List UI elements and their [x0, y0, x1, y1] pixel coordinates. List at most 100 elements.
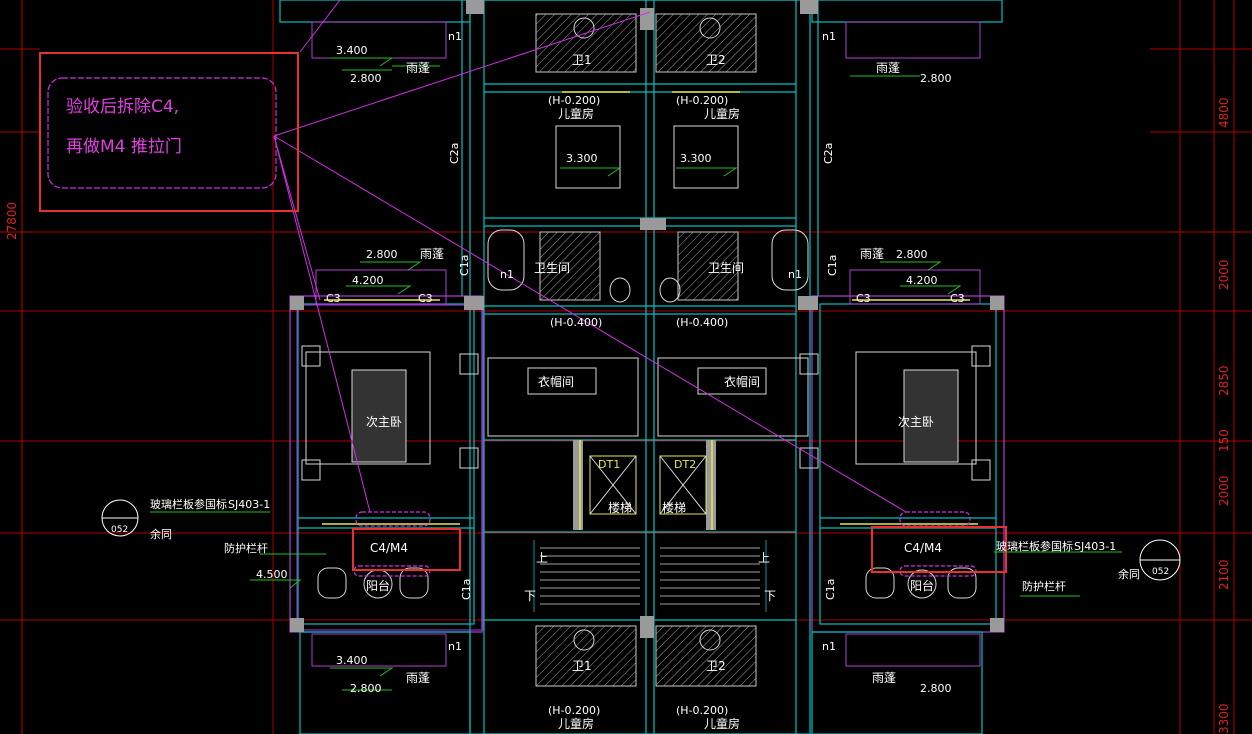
- right-dimensions: 4800 2000 2850 150 2000 2100 3300 27800: [5, 97, 1231, 734]
- columns: [290, 0, 1004, 638]
- c3-right-a: C3: [856, 292, 871, 305]
- n1-mid-right: n1: [788, 268, 802, 281]
- revision-clouds: [353, 511, 977, 577]
- lv-3400-bottom: 3.400: [336, 654, 368, 667]
- c1a-right: C1a: [824, 579, 837, 600]
- glass-rail-left-code: SJ403-1: [228, 498, 270, 511]
- stair-down-left: 下: [524, 589, 536, 603]
- child-room-top-right: 儿童房: [704, 106, 740, 121]
- dim-2000-top: 2000: [1217, 259, 1231, 290]
- lv-3300-right: 3.300: [680, 152, 712, 165]
- child-room-bottom-left: 儿童房: [558, 716, 594, 731]
- note-cloud: [47, 77, 277, 189]
- n1-bottom-left: n1: [448, 640, 462, 653]
- c3-left-a: C3: [326, 292, 341, 305]
- n1-bottom-right: n1: [822, 640, 836, 653]
- room-labels: 儿童房 儿童房 儿童房 儿童房 卫1 卫2 卫1 卫2 卫生间 卫生间 衣帽间 …: [366, 53, 934, 731]
- bath1-bottom: 卫1: [572, 659, 592, 673]
- child-room-top-left: 儿童房: [558, 106, 594, 121]
- dim-2100: 2100: [1217, 559, 1231, 590]
- detail-bubbles: [101, 499, 1181, 581]
- dim-150: 150: [1217, 429, 1231, 452]
- lv-3400-top: 3.400: [336, 44, 368, 57]
- same-right: 余同: [1118, 567, 1140, 581]
- bath2-top: 卫2: [706, 53, 726, 67]
- elev-top-left: (H-0.200): [548, 94, 600, 107]
- balcony-left: 阳台: [366, 578, 390, 593]
- dim-2000-bottom: 2000: [1217, 475, 1231, 506]
- highlight-c4m4-right[interactable]: [871, 526, 1007, 573]
- dim-4800: 4800: [1217, 97, 1231, 128]
- bathroom-hatch: [535, 13, 757, 687]
- railing-label: 防护栏杆: [224, 541, 268, 555]
- elev-mid-left: (H-0.400): [550, 316, 602, 329]
- leader-lines: [273, 0, 907, 513]
- stair-up-right: 上: [758, 551, 770, 565]
- bath1-top: 卫1: [572, 53, 592, 67]
- lv-2800-bottom-left: 2.800: [350, 682, 382, 695]
- stair-up-left: 上: [536, 551, 548, 565]
- lv-2800-top-left: 2.800: [350, 72, 382, 85]
- detail-ref-left: 052: [111, 525, 128, 535]
- elev-mid-right: (H-0.400): [676, 316, 728, 329]
- dim-27800: 27800: [5, 202, 19, 240]
- bath2-bottom: 卫2: [706, 659, 726, 673]
- elev-bottom-right: (H-0.200): [676, 704, 728, 717]
- detail-ref-right: 052: [1152, 567, 1169, 577]
- lv-4500: 4.500: [256, 568, 288, 581]
- glass-rail-right-code: SJ403-1: [1074, 540, 1116, 553]
- dt2-label: DT2: [674, 458, 696, 471]
- vertical-labels: C2a C2a C1a C1a C1a C1a: [448, 143, 839, 600]
- fixtures: [301, 17, 991, 651]
- elev-bottom-left: (H-0.200): [548, 704, 600, 717]
- elevator-labels: DT1 DT2: [598, 458, 696, 471]
- lv-4200-right: 4.200: [906, 274, 938, 287]
- n1-top-left: n1: [448, 30, 462, 43]
- stair-down-right: 下: [764, 589, 776, 603]
- cloak-right: 衣帽间: [724, 374, 760, 389]
- glass-rail-left: 玻璃栏板参国标: [150, 497, 227, 511]
- canopy-top-right: 雨蓬: [876, 61, 900, 75]
- elev-top-right: (H-0.200): [676, 94, 728, 107]
- child-room-bottom-right: 儿童房: [704, 716, 740, 731]
- highlight-c4m4-left[interactable]: [352, 528, 461, 571]
- c1a-left: C1a: [460, 579, 473, 600]
- same-left: 余同: [150, 527, 172, 541]
- bathroom-right: 卫生间: [708, 261, 744, 275]
- c2a-right: C2a: [822, 143, 835, 164]
- c1a-mid-right: C1a: [826, 255, 839, 276]
- level-marks: [150, 57, 1122, 691]
- dim-3300: 3300: [1217, 703, 1231, 734]
- canopy-bottom-right: 雨蓬: [872, 671, 896, 685]
- n1-top-right: n1: [822, 30, 836, 43]
- balcony-right: 阳台: [910, 578, 934, 593]
- stairs: [533, 540, 767, 612]
- canopy-top-left: 雨蓬: [406, 61, 430, 75]
- lv-2800-mid-left: 2.800: [366, 248, 398, 261]
- label-c4m4-left: C4/M4: [370, 541, 408, 555]
- dt1-label: DT1: [598, 458, 620, 471]
- note-frame: [39, 52, 299, 212]
- lv-4200-left: 4.200: [352, 274, 384, 287]
- lv-3300-left: 3.300: [566, 152, 598, 165]
- c1a-mid-left: C1a: [458, 255, 471, 276]
- note-line-1: 验收后拆除C4,: [66, 97, 179, 117]
- note-line-2: 再做M4 推拉门: [66, 137, 182, 157]
- second-master-right: 次主卧: [898, 415, 934, 429]
- c2a-left: C2a: [448, 143, 461, 164]
- stair-left: 楼梯: [608, 500, 632, 515]
- canopy-mid-left: 雨蓬: [420, 247, 444, 261]
- window-lines: [322, 91, 978, 530]
- n1-mid-left: n1: [500, 268, 514, 281]
- c3-right-b: C3: [950, 292, 965, 305]
- bathroom-left: 卫生间: [534, 261, 570, 275]
- canopies: [311, 21, 981, 667]
- cloak-left: 衣帽间: [538, 374, 574, 389]
- lv-2800-mid-right: 2.800: [896, 248, 928, 261]
- canopy-bottom-left: 雨蓬: [406, 671, 430, 685]
- c3-left-b: C3: [418, 292, 433, 305]
- lv-2800-bottom-right: 2.800: [920, 682, 952, 695]
- lv-2800-top-right: 2.800: [920, 72, 952, 85]
